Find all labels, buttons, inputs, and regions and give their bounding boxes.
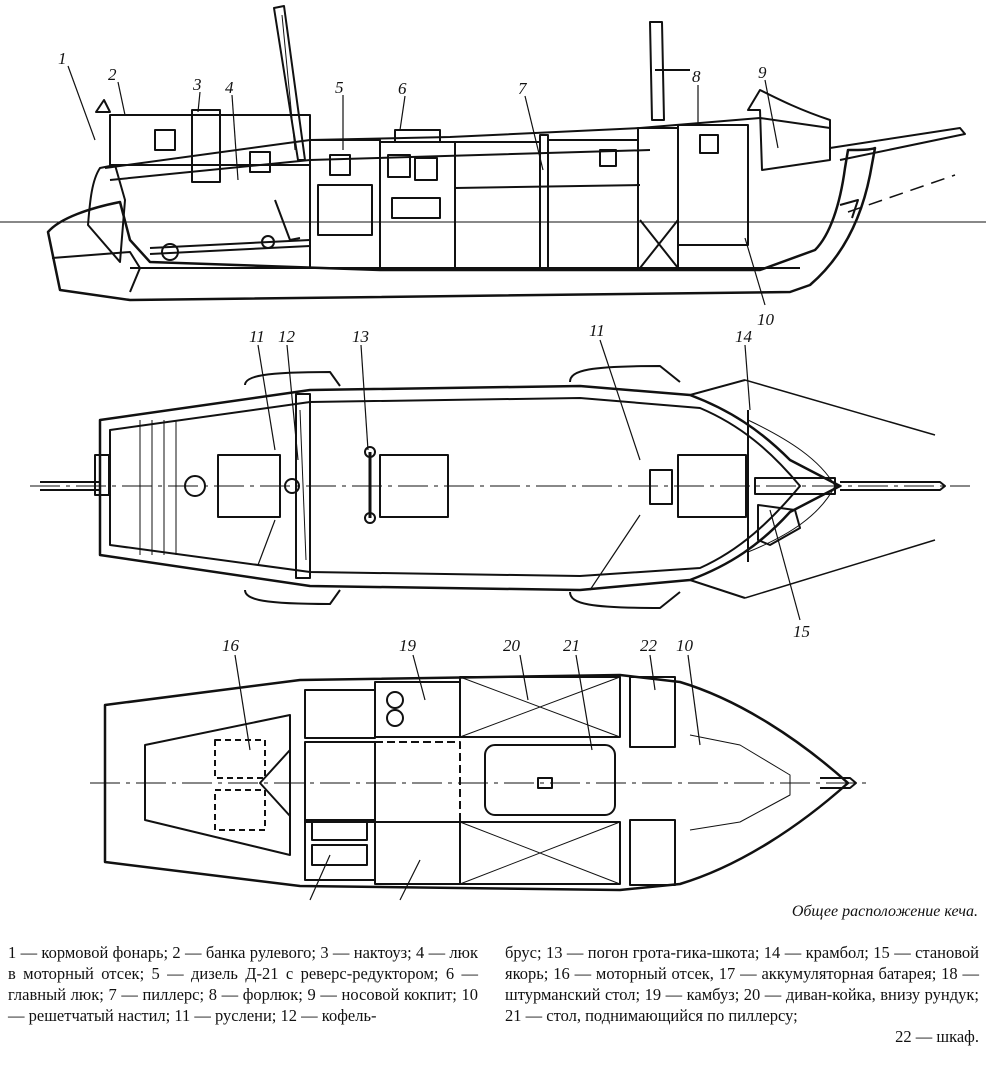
ketch-general-arrangement-drawing: 1 2 3 4 5 6 7 8 9 10 11 12 13 11 14 15 1…	[0, 5, 986, 901]
legend-right-column: брус; 13 — погон грота-гика-шкота; 14 — …	[505, 942, 979, 1047]
label-11-left: 11	[249, 327, 265, 346]
label-22: 22	[640, 636, 658, 655]
legend-right-text: брус; 13 — погон грота-гика-шкота; 14 — …	[505, 943, 979, 1025]
label-21: 21	[563, 636, 580, 655]
label-1: 1	[58, 49, 67, 68]
label-14: 14	[735, 327, 753, 346]
below-deck-plan-view	[90, 673, 870, 892]
label-11-right: 11	[589, 321, 605, 340]
deck-plan-view	[30, 365, 970, 609]
label-3: 3	[192, 75, 202, 94]
label-4: 4	[225, 78, 234, 97]
side-view	[0, 5, 986, 302]
label-10-plan: 10	[676, 636, 694, 655]
legend-left-column: 1 — кормовой фонарь; 2 — банка рулевого;…	[8, 942, 478, 1026]
label-19: 19	[399, 636, 417, 655]
label-12: 12	[278, 327, 296, 346]
label-2: 2	[108, 65, 117, 84]
label-7: 7	[518, 79, 528, 98]
label-8: 8	[692, 67, 701, 86]
label-5: 5	[335, 78, 344, 97]
legend-left-text: 1 — кормовой фонарь; 2 — банка рулевого;…	[8, 943, 478, 1025]
legend-right-last: 22 — шкаф.	[895, 1027, 979, 1046]
label-15: 15	[793, 622, 810, 641]
label-20: 20	[503, 636, 521, 655]
label-10-side: 10	[757, 310, 775, 329]
figure-caption: Общее расположение кеча.	[791, 903, 978, 920]
label-16: 16	[222, 636, 240, 655]
label-9: 9	[758, 63, 767, 82]
label-13: 13	[352, 327, 369, 346]
label-6: 6	[398, 79, 407, 98]
